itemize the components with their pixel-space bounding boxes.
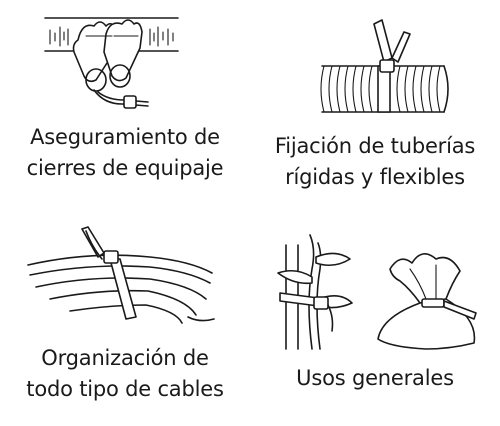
caption-general: Usos generales — [250, 363, 500, 394]
caption-line: Usos generales — [296, 366, 454, 390]
plant-and-bag-icon — [277, 234, 477, 350]
caption-pipes: Fijación de tuberías rígidas y flexibles — [250, 131, 500, 193]
panel-general: Usos generales — [250, 213, 500, 426]
panel-pipes: Fijación de tuberías rígidas y flexibles — [250, 0, 500, 213]
panel-cables: Organización de todo tipo de cables — [0, 213, 250, 426]
caption-line: Fijación de tuberías — [274, 134, 476, 158]
caption-line: Aseguramiento de — [30, 125, 220, 149]
cable-bundle-icon — [27, 226, 215, 324]
caption-luggage: Aseguramiento de cierres de equipaje — [0, 122, 250, 184]
caption-line: Organización de — [41, 346, 209, 370]
caption-line: rígidas y flexibles — [285, 165, 465, 189]
pipe-tie-icon — [320, 19, 449, 113]
panel-luggage: Aseguramiento de cierres de equipaje — [0, 0, 250, 213]
caption-line: todo tipo de cables — [26, 377, 224, 401]
caption-line: cierres de equipaje — [26, 156, 224, 180]
caption-cables: Organización de todo tipo de cables — [0, 343, 250, 405]
luggage-zipper-icon — [44, 17, 179, 109]
